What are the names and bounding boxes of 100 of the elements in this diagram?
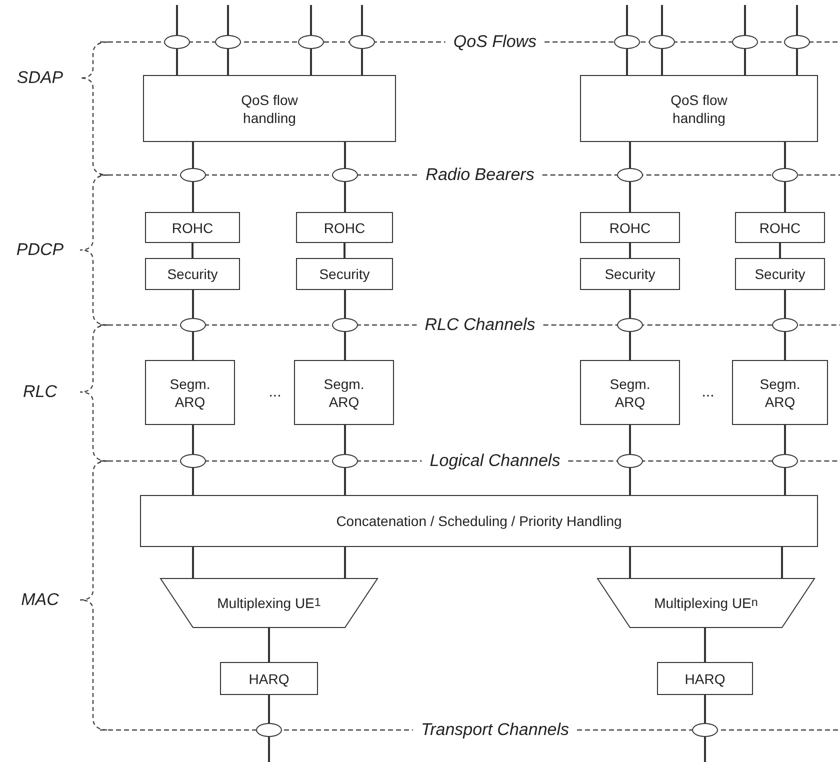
connector-line xyxy=(796,49,798,75)
connector-line xyxy=(361,5,363,35)
channel-ellipse xyxy=(617,168,643,182)
connector-line xyxy=(784,468,786,495)
process-box: Segm. ARQ xyxy=(580,360,680,425)
connector-line xyxy=(661,49,663,75)
process-box: Segm. ARQ xyxy=(294,360,394,425)
connector-line xyxy=(784,182,786,212)
channel-label: RLC Channels xyxy=(424,315,536,335)
channel-ellipse xyxy=(649,35,675,49)
connector-line xyxy=(784,425,786,454)
connector-line xyxy=(629,182,631,212)
channel-ellipse xyxy=(349,35,375,49)
channel-ellipse xyxy=(784,35,810,49)
process-box: Concatenation / Scheduling / Priority Handling xyxy=(140,495,818,547)
connector-line xyxy=(626,49,628,75)
connector-line xyxy=(704,628,706,662)
connector-line xyxy=(192,547,194,578)
connector-line xyxy=(344,142,346,168)
channel-ellipse xyxy=(332,318,358,332)
connector-line xyxy=(344,243,346,258)
channel-label: Logical Channels xyxy=(430,451,560,471)
connector-line xyxy=(227,49,229,75)
channel-ellipse xyxy=(332,168,358,182)
process-box: QoS flow handling xyxy=(143,75,396,142)
channel-ellipse xyxy=(614,35,640,49)
connector-line xyxy=(629,142,631,168)
layer-label: PDCP xyxy=(16,240,64,260)
connector-line xyxy=(744,5,746,35)
connector-line xyxy=(192,332,194,360)
connector-line xyxy=(704,695,706,723)
process-box: QoS flow handling xyxy=(580,75,818,142)
connector-line xyxy=(784,290,786,318)
connector-line xyxy=(344,290,346,318)
connector-line xyxy=(744,49,746,75)
process-box: ROHC xyxy=(145,212,240,243)
connector-line xyxy=(192,243,194,258)
layer-label: MAC xyxy=(21,590,59,610)
process-box: HARQ xyxy=(657,662,753,695)
connector-line xyxy=(779,243,781,258)
channel-ellipse xyxy=(692,723,718,737)
channel-ellipse xyxy=(772,168,798,182)
ellipsis-text: ... xyxy=(702,384,714,400)
channel-ellipse xyxy=(617,318,643,332)
process-box: Security xyxy=(145,258,240,290)
connector-line xyxy=(192,142,194,168)
connector-line xyxy=(704,737,706,762)
connector-line xyxy=(268,628,270,662)
process-box: Security xyxy=(735,258,825,290)
channel-ellipse xyxy=(180,168,206,182)
process-box: ROHC xyxy=(296,212,393,243)
process-box: Segm. ARQ xyxy=(145,360,235,425)
connector-line xyxy=(268,695,270,723)
connector-line xyxy=(192,290,194,318)
process-box: HARQ xyxy=(220,662,318,695)
process-box: ROHC xyxy=(580,212,680,243)
channel-ellipse xyxy=(332,454,358,468)
connector-line xyxy=(227,5,229,35)
connector-line xyxy=(268,737,270,762)
channel-label: Radio Bearers xyxy=(426,165,534,185)
connector-line xyxy=(176,49,178,75)
channel-ellipse xyxy=(256,723,282,737)
connector-line xyxy=(344,425,346,454)
connector-line xyxy=(361,49,363,75)
ellipsis-text: ... xyxy=(268,384,282,400)
connector-line xyxy=(629,332,631,360)
channel-ellipse xyxy=(180,454,206,468)
connector-line xyxy=(629,243,631,258)
channel-ellipse xyxy=(772,454,798,468)
connector-line xyxy=(192,182,194,212)
connector-line xyxy=(796,5,798,35)
channel-label: Transport Channels xyxy=(420,720,570,740)
connector-line xyxy=(661,5,663,35)
channel-ellipse xyxy=(215,35,241,49)
channel-label: QoS Flows xyxy=(453,32,537,52)
connector-line xyxy=(192,425,194,454)
connector-line xyxy=(344,332,346,360)
connector-line xyxy=(344,547,346,578)
process-box: Segm. ARQ xyxy=(732,360,828,425)
channel-ellipse xyxy=(732,35,758,49)
connector-line xyxy=(781,547,783,578)
process-box: Security xyxy=(296,258,393,290)
connector-line xyxy=(310,49,312,75)
connector-line xyxy=(176,5,178,35)
channel-ellipse xyxy=(180,318,206,332)
layer-label: RLC xyxy=(23,382,57,402)
connector-line xyxy=(192,468,194,495)
connector-line xyxy=(784,142,786,168)
channel-ellipse xyxy=(298,35,324,49)
process-box: ROHC xyxy=(735,212,825,243)
layer-label: SDAP xyxy=(16,68,64,88)
connector-line xyxy=(629,468,631,495)
process-box: Security xyxy=(580,258,680,290)
channel-ellipse xyxy=(617,454,643,468)
connector-line xyxy=(626,5,628,35)
channel-ellipse xyxy=(164,35,190,49)
connector-line xyxy=(344,182,346,212)
connector-line xyxy=(310,5,312,35)
connector-line xyxy=(629,425,631,454)
connector-line xyxy=(784,332,786,360)
